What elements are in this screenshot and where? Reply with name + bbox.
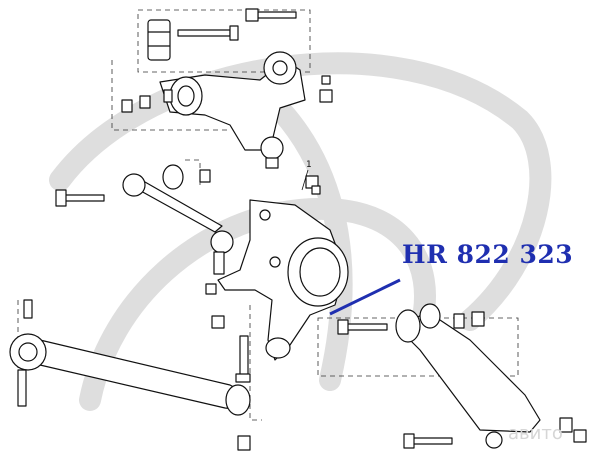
callout-line (301, 169, 309, 191)
top-nut (147, 19, 171, 61)
top-bolt-right (245, 8, 297, 22)
leader-line (329, 278, 401, 316)
watermark-text: авито (508, 423, 563, 444)
callout-number: 1 (306, 160, 312, 170)
part-number-label: HR 822 323 (402, 240, 574, 269)
top-bolt-left (177, 25, 239, 41)
ball-joint (260, 136, 284, 160)
line-art (9, 8, 587, 451)
lower-long-link (39, 339, 249, 411)
